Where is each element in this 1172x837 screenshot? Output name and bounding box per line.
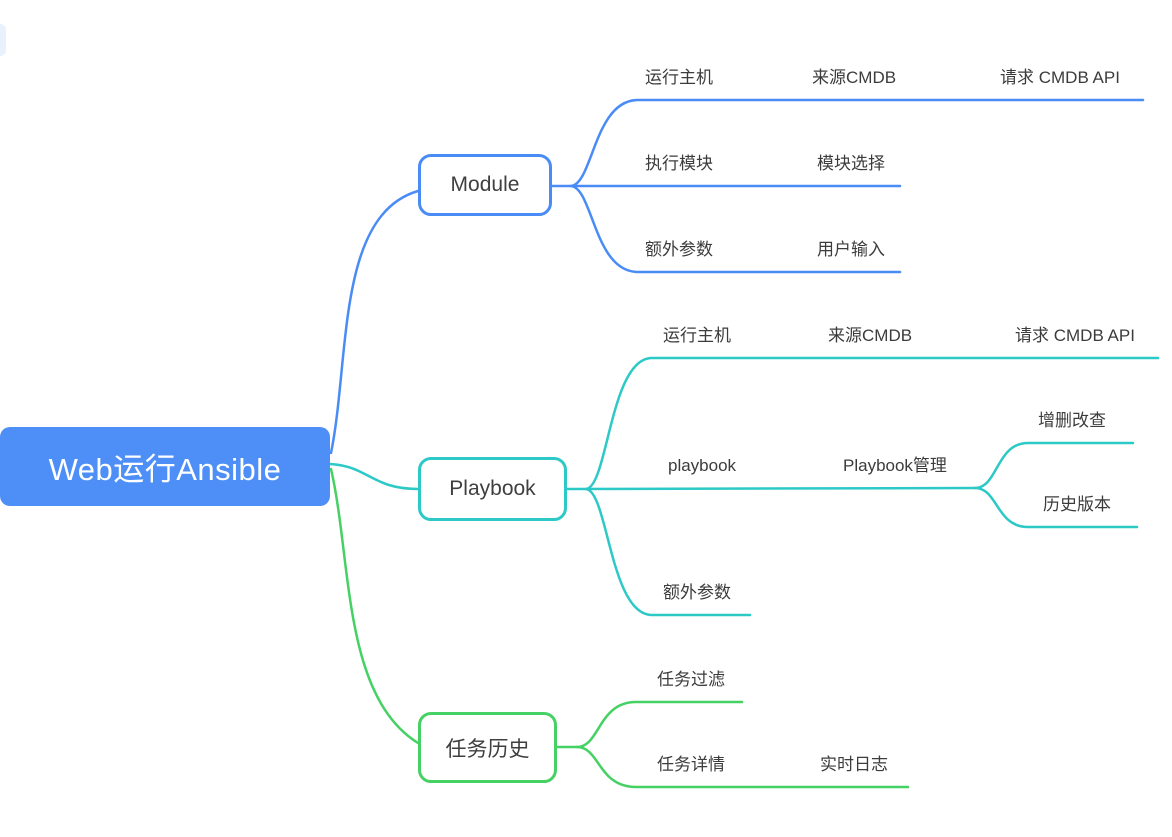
topic-label[interactable]: 模块选择 xyxy=(817,154,885,173)
branch-label: Module xyxy=(450,173,520,196)
edge-task-row2 xyxy=(575,745,910,789)
edge-root-playbook xyxy=(328,462,420,491)
edge-root-module xyxy=(329,189,420,455)
edge-module-row1 xyxy=(569,98,1145,188)
topic-label[interactable]: playbook xyxy=(668,456,737,475)
topic-label[interactable]: 运行主机 xyxy=(645,68,713,87)
topic-label[interactable]: 实时日志 xyxy=(820,755,888,774)
topic-label[interactable]: Playbook管理 xyxy=(843,456,947,475)
topic-label[interactable]: 任务过滤 xyxy=(657,670,725,689)
root-topic[interactable]: Web运行Ansible xyxy=(0,427,330,506)
topic-label[interactable]: 请求 CMDB API xyxy=(1000,68,1120,87)
topic-label[interactable]: 额外参数 xyxy=(663,583,731,602)
topic-label[interactable]: 任务详情 xyxy=(657,755,725,774)
branch-node-playbook[interactable]: Playbook xyxy=(418,457,567,521)
edge-module-row3 xyxy=(569,184,902,274)
clipped-node-edge xyxy=(0,24,6,56)
topic-label[interactable]: 执行模块 xyxy=(645,154,713,173)
root-topic-label: Web运行Ansible xyxy=(48,452,282,487)
topic-label[interactable]: 来源CMDB xyxy=(812,68,897,87)
topic-label[interactable]: 额外参数 xyxy=(645,240,713,259)
topic-label[interactable]: 请求 CMDB API xyxy=(1015,326,1135,345)
topic-label[interactable]: 用户输入 xyxy=(817,240,885,259)
branch-label: 任务历史 xyxy=(445,737,530,761)
topic-label[interactable]: 运行主机 xyxy=(663,326,731,345)
branch-label: Playbook xyxy=(449,477,536,500)
branch-node-module[interactable]: Module xyxy=(418,154,552,216)
topic-label[interactable]: 来源CMDB xyxy=(828,326,913,345)
edge-task-row1 xyxy=(575,700,744,749)
edge-playbook-sub1 xyxy=(973,441,1135,490)
edge-playbook-row1 xyxy=(584,356,1160,491)
edge-playbook-sub2 xyxy=(973,486,1139,529)
edge-playbook-row3 xyxy=(584,487,752,617)
topic-label[interactable]: 历史版本 xyxy=(1043,495,1111,514)
branch-node-task-history[interactable]: 任务历史 xyxy=(418,712,557,783)
topic-label[interactable]: 增删改查 xyxy=(1038,411,1106,430)
edge-root-task xyxy=(329,467,420,745)
edge-playbook-row2 xyxy=(565,486,977,491)
